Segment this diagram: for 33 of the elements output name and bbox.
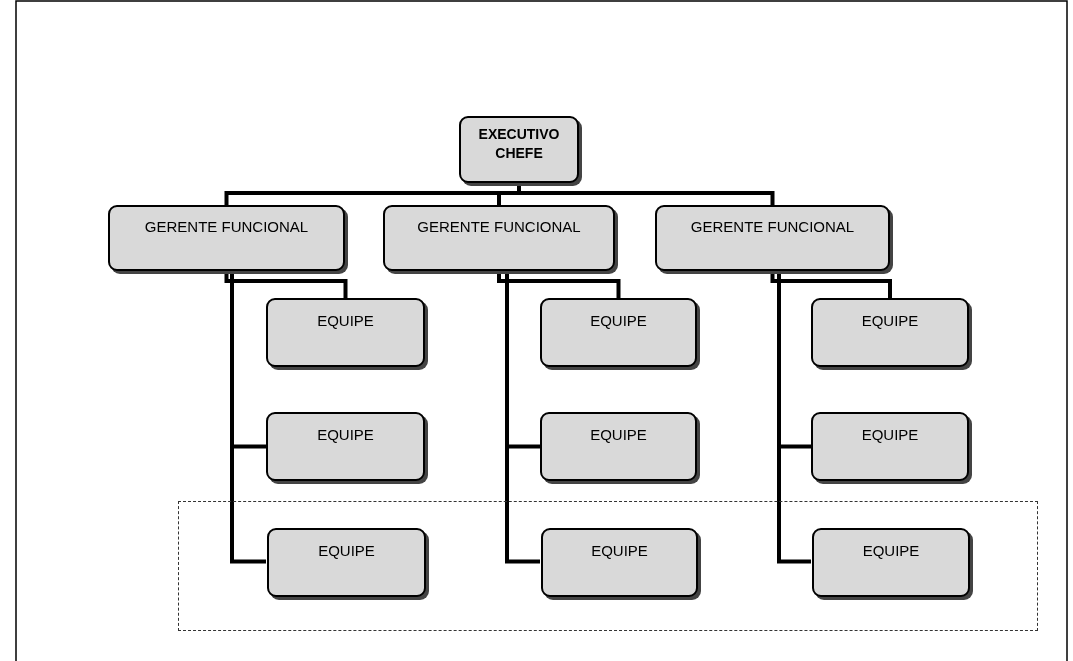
org-box [459, 116, 579, 183]
org-box [812, 528, 970, 597]
org-box [540, 298, 697, 367]
org-box [811, 412, 969, 481]
box-label: EQUIPE [591, 541, 648, 560]
org-box [540, 412, 697, 481]
box-label: GERENTE FUNCIONAL [144, 217, 309, 236]
box-label: EXECUTIVO CHEFE [477, 125, 561, 163]
connector-line [517, 183, 775, 205]
box-label: EQUIPE [317, 311, 374, 330]
box-label: GERENTE FUNCIONAL [417, 217, 581, 236]
box-label: EQUIPE [317, 425, 374, 444]
dashed-group-frame [178, 501, 1038, 631]
org-box [266, 298, 425, 367]
org-box [655, 205, 890, 271]
box-label: EQUIPE [318, 541, 375, 560]
connector-line [777, 271, 811, 564]
connector-line [224, 271, 348, 298]
box-label: EQUIPE [861, 311, 919, 330]
connector-line [505, 271, 540, 564]
org-box [541, 528, 698, 597]
box-label: EQUIPE [861, 425, 919, 444]
org-box [108, 205, 345, 271]
org-box [811, 298, 969, 367]
box-label: EQUIPE [590, 311, 647, 330]
box-label: GERENTE FUNCIONAL [690, 217, 855, 236]
box-label: EQUIPE [862, 541, 920, 560]
org-box [266, 412, 425, 481]
box-label: EQUIPE [590, 425, 647, 444]
connector-line [497, 271, 621, 298]
org-box [383, 205, 615, 271]
connector-line [770, 271, 892, 298]
org-box [267, 528, 426, 597]
